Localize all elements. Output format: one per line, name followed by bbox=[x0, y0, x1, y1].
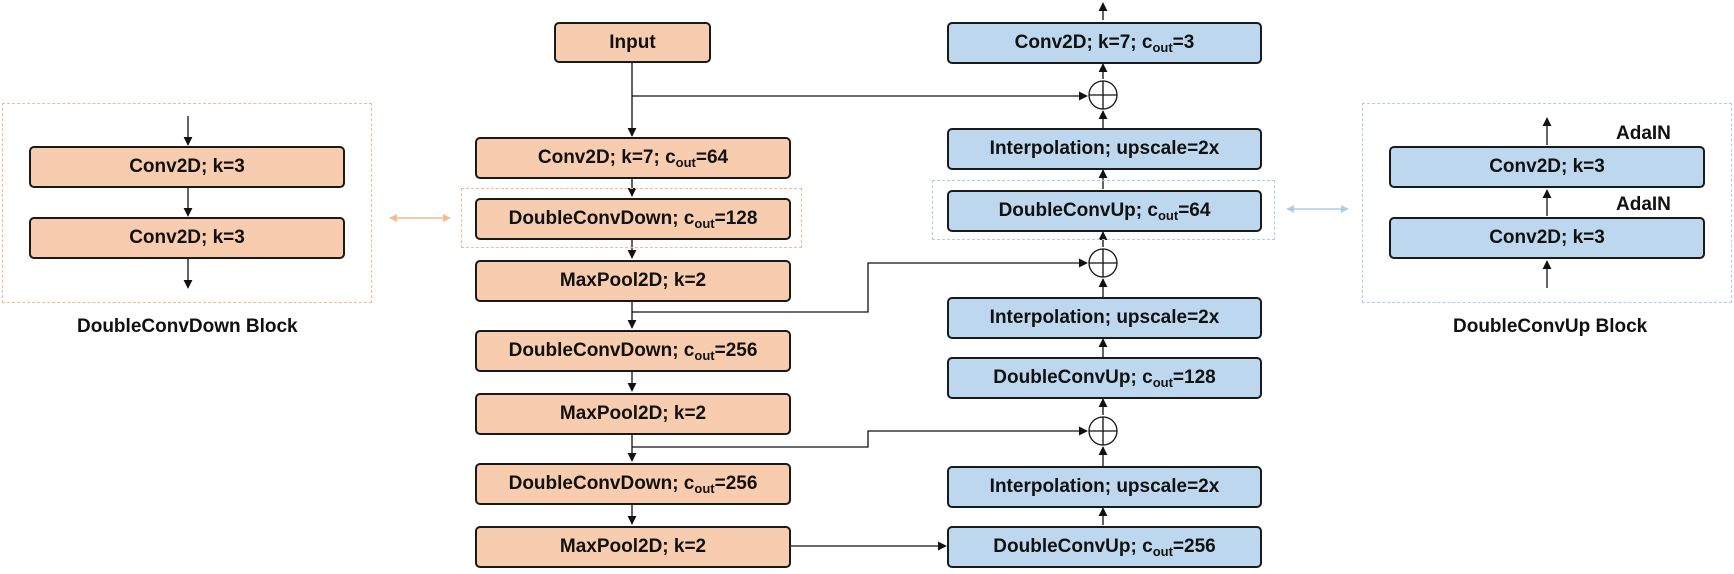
up-block-caption: DoubleConvUp Block bbox=[1453, 316, 1648, 337]
down-block-conv-2-label: Conv2D; k=3 bbox=[129, 227, 245, 248]
up-block-conv-1-label: Conv2D; k=3 bbox=[1489, 156, 1605, 177]
down-block-conv-1-label: Conv2D; k=3 bbox=[129, 156, 245, 177]
sum-node-1 bbox=[1088, 80, 1118, 110]
up-block-conv-1: Conv2D; k=3 bbox=[1389, 146, 1705, 188]
double-conv-up-2: DoubleConvUp; cout=128 bbox=[947, 357, 1262, 399]
double-conv-up-3-label: DoubleConvUp; cout=256 bbox=[993, 536, 1216, 559]
up1-highlight-frame bbox=[932, 180, 1275, 240]
interpolation-3: Interpolation; upscale=2x bbox=[947, 466, 1262, 508]
conv-out-block: Conv2D; k=7; cout=3 bbox=[947, 22, 1262, 64]
adain-label-2: AdaIN bbox=[1616, 194, 1671, 215]
maxpool-3: MaxPool2D; k=2 bbox=[475, 526, 791, 568]
sum-node-2 bbox=[1088, 248, 1118, 278]
double-conv-up-3: DoubleConvUp; cout=256 bbox=[947, 526, 1262, 568]
adain-label-1: AdaIN bbox=[1616, 123, 1671, 144]
maxpool-2-label: MaxPool2D; k=2 bbox=[559, 403, 707, 424]
sum-node-3 bbox=[1088, 416, 1118, 446]
double-conv-up-2-label: DoubleConvUp; cout=128 bbox=[993, 367, 1216, 390]
up-block-frame bbox=[1362, 103, 1732, 303]
double-conv-down-3: DoubleConvDown; cout=256 bbox=[475, 463, 791, 505]
skip-connection-3 bbox=[632, 426, 1088, 448]
down-block-caption: DoubleConvDown Block bbox=[77, 316, 298, 337]
maxpool-3-label: MaxPool2D; k=2 bbox=[559, 536, 707, 557]
conv-out-label: Conv2D; k=7; cout=3 bbox=[1014, 32, 1195, 55]
down1-highlight-frame bbox=[461, 188, 802, 248]
down-block-conv-1: Conv2D; k=3 bbox=[29, 146, 345, 188]
up-block-conv-2-label: Conv2D; k=3 bbox=[1489, 227, 1605, 248]
interpolation-3-label: Interpolation; upscale=2x bbox=[989, 476, 1220, 497]
down-block-frame bbox=[2, 103, 372, 303]
maxpool-1-label: MaxPool2D; k=2 bbox=[559, 270, 707, 291]
input-label: Input bbox=[609, 31, 656, 53]
interpolation-1-label: Interpolation; upscale=2x bbox=[989, 138, 1220, 159]
interpolation-2-label: Interpolation; upscale=2x bbox=[989, 307, 1220, 328]
up-block-conv-2: Conv2D; k=3 bbox=[1389, 217, 1705, 259]
conv-in-block: Conv2D; k=7; cout=64 bbox=[475, 137, 791, 179]
interpolation-1: Interpolation; upscale=2x bbox=[947, 128, 1262, 170]
double-conv-up-1-label: DoubleConvUp; cout=64 bbox=[998, 200, 1211, 223]
skip-connection-2 bbox=[632, 258, 1088, 313]
double-conv-down-2: DoubleConvDown; cout=256 bbox=[475, 330, 791, 372]
double-conv-down-1: DoubleConvDown; cout=128 bbox=[475, 198, 791, 240]
double-conv-down-1-label: DoubleConvDown; cout=128 bbox=[508, 208, 758, 231]
down-block-conv-2: Conv2D; k=3 bbox=[29, 217, 345, 259]
conv-in-label: Conv2D; k=7; cout=64 bbox=[537, 147, 729, 170]
double-conv-down-2-label: DoubleConvDown; cout=256 bbox=[508, 340, 758, 363]
double-conv-down-3-label: DoubleConvDown; cout=256 bbox=[508, 473, 758, 496]
maxpool-1: MaxPool2D; k=2 bbox=[475, 260, 791, 302]
double-conv-up-1: DoubleConvUp; cout=64 bbox=[947, 190, 1262, 232]
interpolation-2: Interpolation; upscale=2x bbox=[947, 297, 1262, 339]
maxpool-2: MaxPool2D; k=2 bbox=[475, 393, 791, 435]
input-block: Input bbox=[554, 22, 711, 63]
